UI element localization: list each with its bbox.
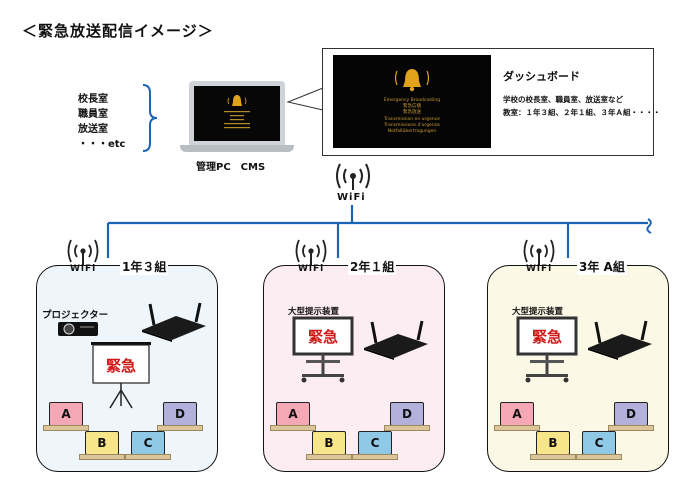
dashboard-bell [394,69,430,92]
pc-b-room-3: B [536,431,570,455]
pc-c-room-1: C [131,431,165,455]
wifi-label-main: WiFi [337,192,366,203]
pc-d-room-3: D [614,402,648,426]
desk [270,425,316,431]
pc-b-room-2: B [312,431,346,455]
classroom-3 [487,265,669,472]
desk [79,454,125,460]
pc-c-room-3: C [582,431,616,455]
laptop-screen-content [224,95,250,129]
large-display-icon [292,316,354,383]
bell-icon [227,95,247,106]
page-title: ＜緊急放送配信イメージ＞ [22,22,214,40]
brace-icon [142,84,158,152]
source-item-broadcast-room: 放送室 [78,124,108,135]
large-display-icon [516,316,578,383]
pc-b-room-1: B [85,431,119,455]
laptop-label: 管理PC CMS [196,162,266,173]
line-continuation-icon [646,218,652,234]
source-item-etc: ・・・etc [78,139,126,150]
emergency-text-room-1: 緊急 [105,357,136,375]
emergency-text-room-2: 緊急 [307,328,338,346]
device-label-display-2: 大型提示装置 [288,307,340,317]
device-label-projector: プロジェクター [42,310,109,321]
desk [125,454,171,460]
wireless-receiver-icon [364,320,428,360]
pc-a-room-2: A [276,402,310,426]
wifi-antenna-icon [523,239,555,265]
desk [306,454,352,460]
projection-screen-icon [91,342,151,409]
dashboard-screen: Emergency Broadcasting 緊急広播 緊急放送 Transmi… [333,55,491,148]
desk [352,454,398,460]
source-item-staff-room: 職員室 [78,109,108,120]
room-label-3: 3年 A組 [577,258,627,275]
wifi-antenna-icon [295,239,327,265]
dashboard-title: ダッシュボード [503,70,580,83]
desk [608,425,654,431]
laptop-screen [194,86,280,141]
source-list: 校長室 職員室 放送室 ・・・etc [78,92,126,152]
classroom-2 [263,265,445,472]
projector-icon [58,322,98,336]
pc-a-room-1: A [49,402,83,426]
room-label-2: 2年１組 [348,258,397,275]
desk [384,425,430,431]
bell-icon [394,69,430,92]
desk [157,425,203,431]
pc-c-room-2: C [358,431,392,455]
wifi-antenna-icon [336,163,370,190]
room-label-1: 1年３組 [120,258,169,275]
dashboard-screen-text: Emergency Broadcasting 緊急広播 緊急放送 Transmi… [383,98,441,135]
desk [494,425,540,431]
pc-d-room-1: D [163,402,197,426]
wifi-label-room-1: WiFi [70,264,97,274]
dashboard-description: 学校の校長室、職員室、放送室など 教室：１年３組、２年１組、３年Ａ組・・・・ [503,95,661,117]
pc-d-room-2: D [390,402,424,426]
source-item-principal: 校長室 [78,94,108,105]
desk [43,425,89,431]
wifi-antenna-icon [67,239,99,265]
device-label-display-3: 大型提示装置 [512,307,564,317]
emergency-text-room-3: 緊急 [531,328,562,346]
pc-a-room-3: A [500,402,534,426]
desk [530,454,576,460]
laptop-base [180,145,294,152]
wireless-receiver-icon [588,320,652,360]
desk [576,454,622,460]
wireless-receiver-icon [142,302,206,342]
wifi-label-room-3: WiFi [526,264,553,274]
wifi-label-room-2: WiFi [298,264,325,274]
